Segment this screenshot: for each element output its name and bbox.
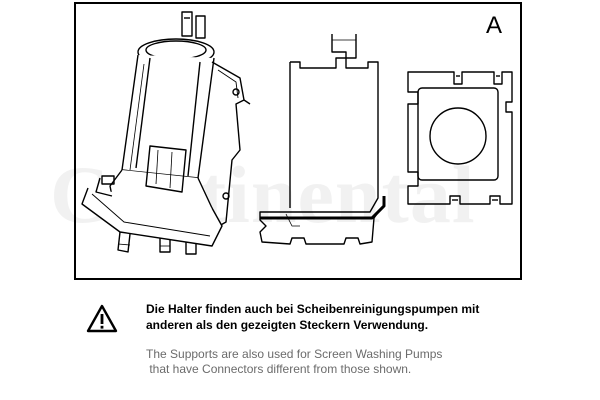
- note-german: Die Halter finden auch bei Scheibenreini…: [146, 301, 566, 333]
- note-german-line-2: anderen als den gezeigten Steckern Verwe…: [146, 318, 429, 332]
- bracket-side-view-drawing: [259, 34, 386, 245]
- note-english-line-2: that have Connectors different from thos…: [146, 362, 412, 376]
- pump-assembly-drawing: [81, 11, 251, 255]
- note-english: The Supports are also used for Screen Wa…: [146, 347, 566, 377]
- panel-label: A: [485, 12, 502, 39]
- note-english-line-1: The Supports are also used for Screen Wa…: [146, 347, 443, 361]
- warning-triangle-icon: [86, 304, 118, 333]
- note-german-line-1: Die Halter finden auch bei Scheibenreini…: [146, 302, 480, 316]
- bracket-front-view-drawing: [407, 71, 513, 205]
